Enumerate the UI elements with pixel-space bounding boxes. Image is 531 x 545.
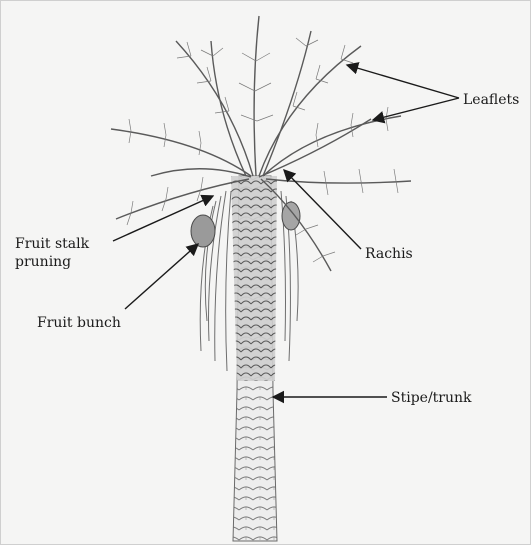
fruit-bunch-label: Fruit bunch <box>37 314 121 332</box>
palm-trunk <box>231 176 277 541</box>
stipe-trunk-label: Stipe/trunk <box>391 389 472 407</box>
leaflets-arrow-upper <box>347 65 459 98</box>
leaflets-arrow-lower <box>373 98 459 120</box>
fruit-stalk-pruning-label: Fruit stalk pruning <box>15 235 89 271</box>
fruit-bunch-arrow <box>125 244 198 309</box>
leaflets-label: Leaflets <box>463 91 519 109</box>
rachis-label: Rachis <box>365 245 413 263</box>
fruit-stalk-label-line1: Fruit stalk <box>15 235 89 253</box>
fruit-stalk-label-line2: pruning <box>15 253 89 271</box>
